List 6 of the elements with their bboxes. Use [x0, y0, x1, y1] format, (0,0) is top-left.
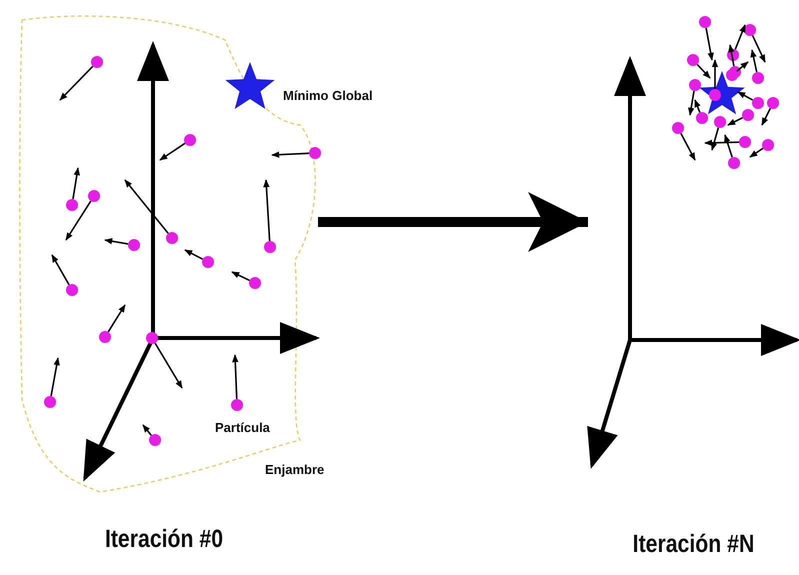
annotation-label: Enjambre: [265, 462, 324, 477]
annotation-label: Mínimo Global: [283, 88, 373, 103]
iteration-heading: Iteración #0: [104, 525, 224, 554]
arrow: [318, 192, 588, 252]
iteration-heading: Iteración #N: [632, 530, 756, 559]
annotation-label: Partícula: [215, 420, 270, 435]
